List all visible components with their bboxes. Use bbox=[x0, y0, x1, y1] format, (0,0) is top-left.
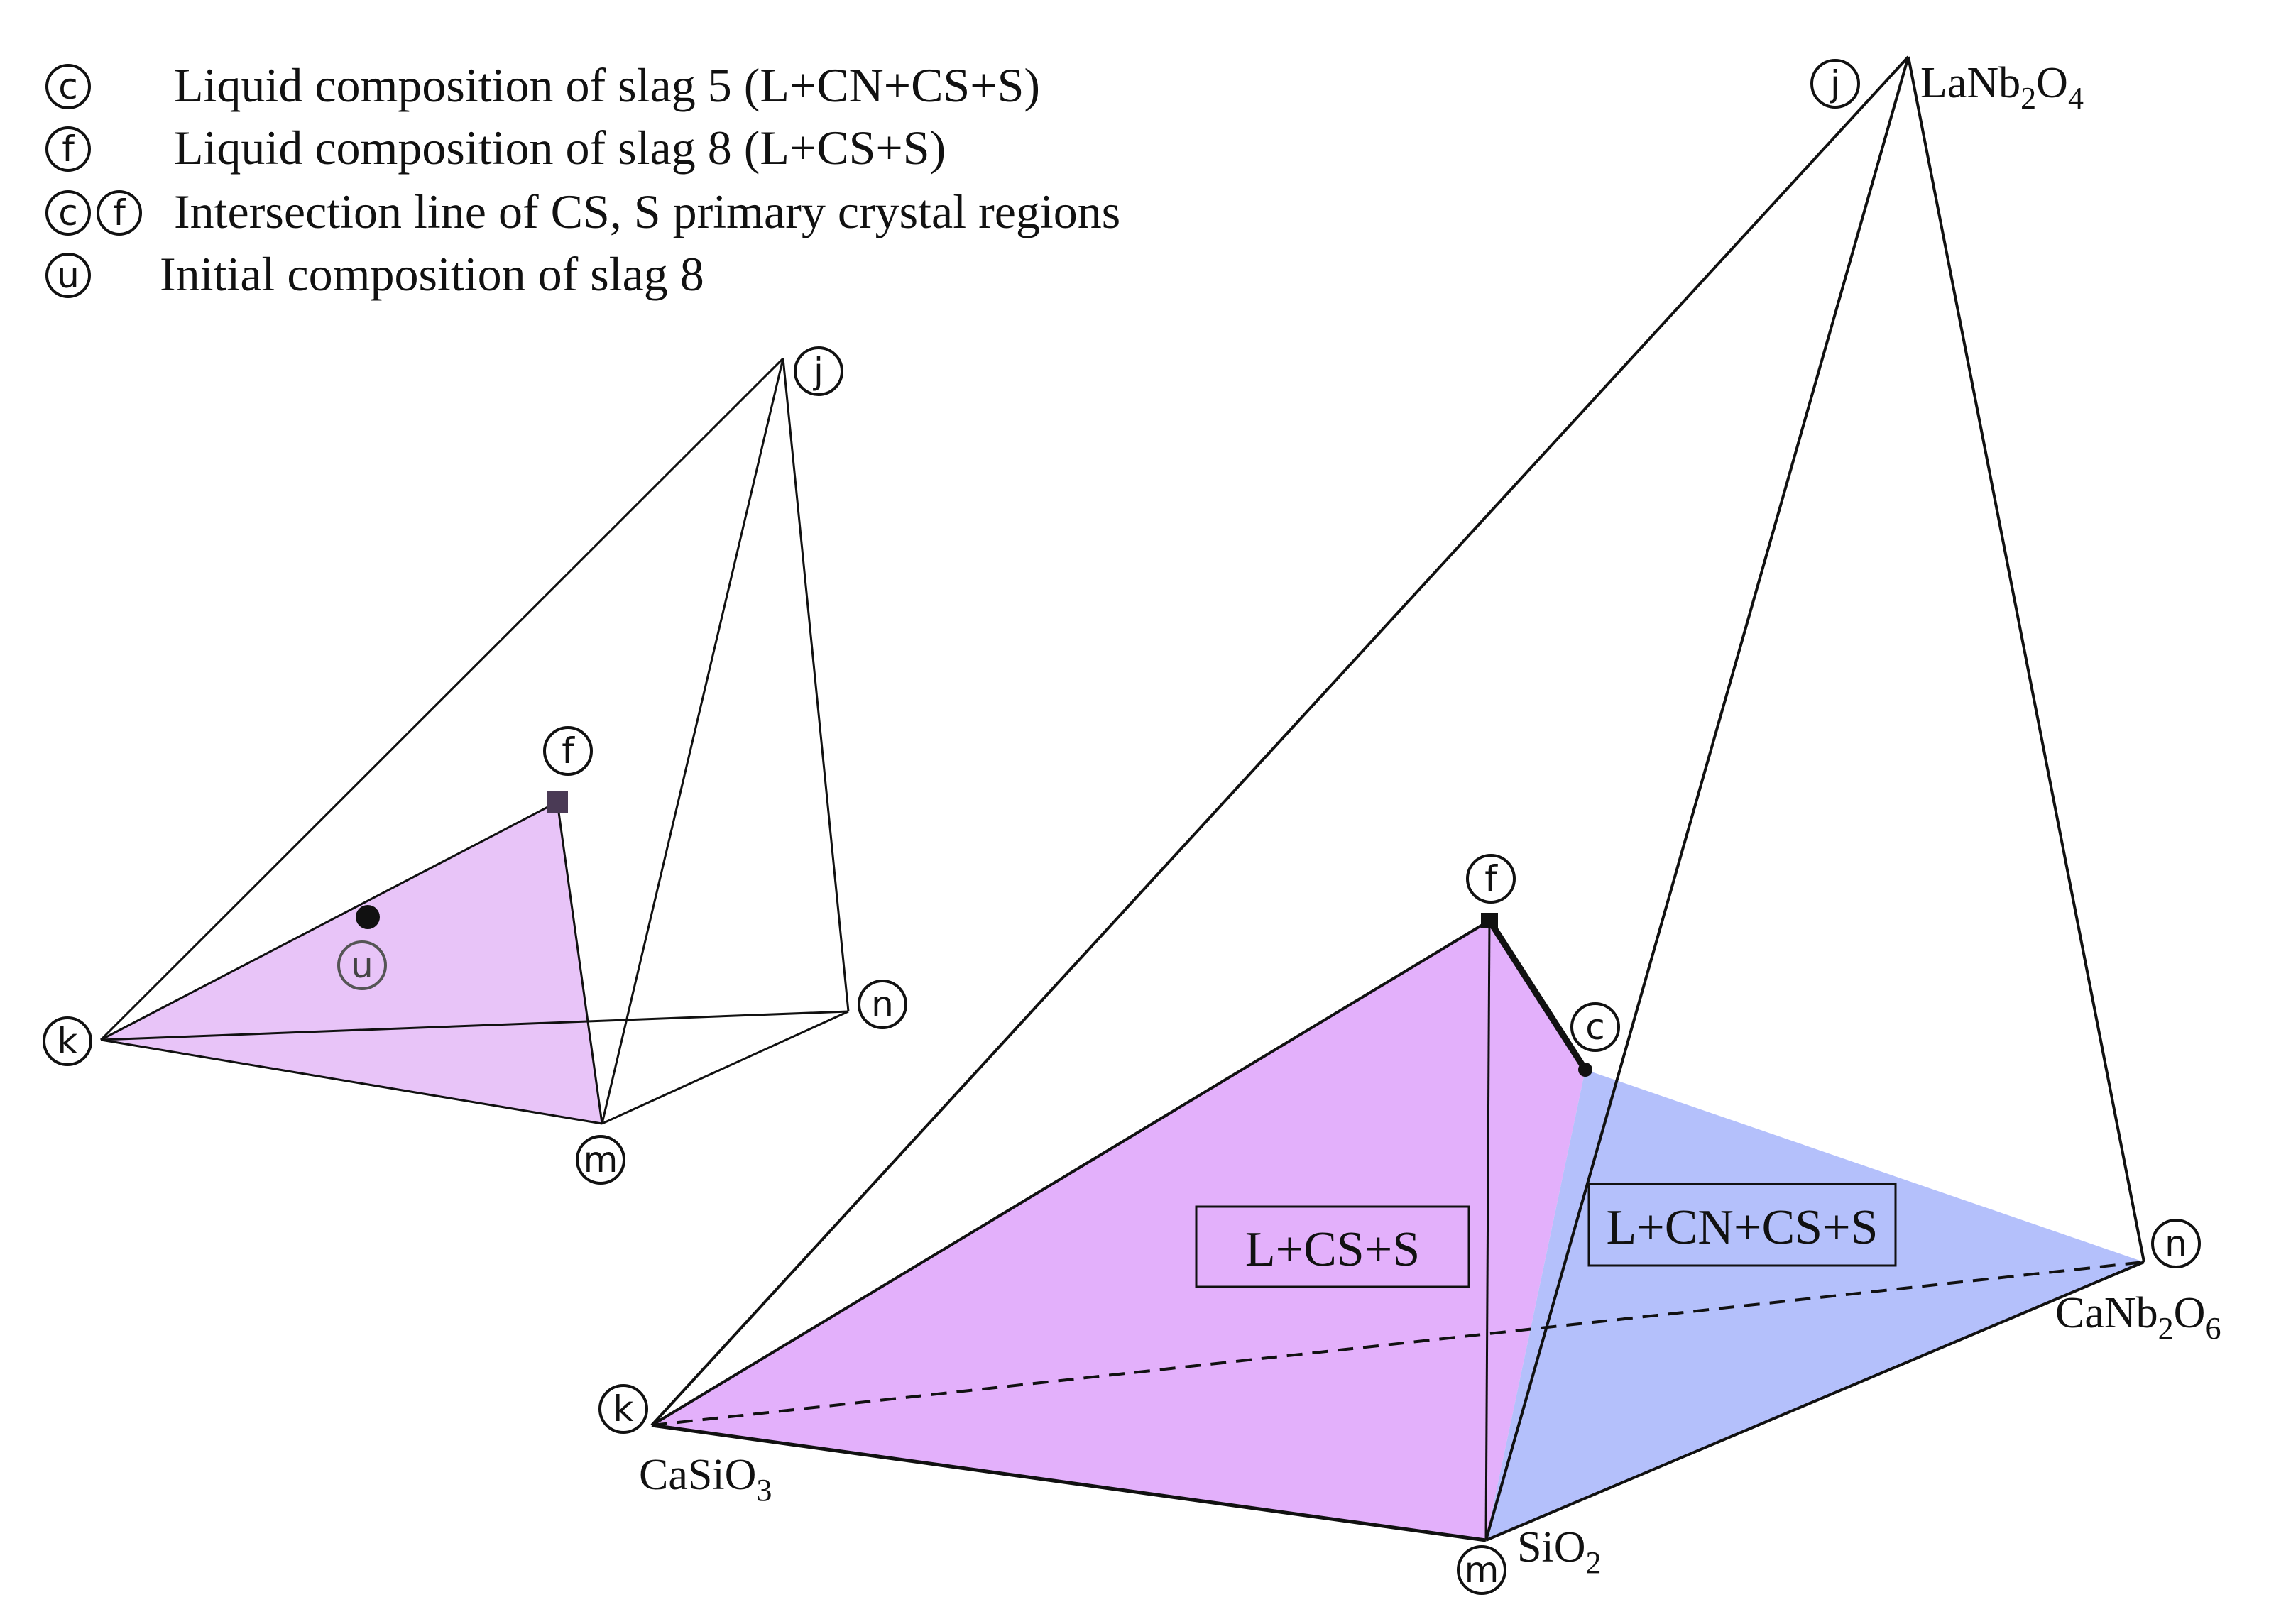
small-edge-k-m bbox=[100, 1038, 603, 1125]
edge-f-m bbox=[1484, 920, 1491, 1541]
legend-symbol-u: u bbox=[57, 255, 80, 296]
circle-f-icon bbox=[97, 190, 142, 236]
legend-symbol-f: f bbox=[62, 128, 75, 170]
svg-text:f: f bbox=[1484, 858, 1498, 899]
legend-item-f: f Liquid composition of slag 8 (L+CS+S) bbox=[45, 121, 946, 175]
legend-item-cf: c f Intersection line of CS, S primary c… bbox=[45, 185, 1120, 238]
svg-text:m: m bbox=[1465, 1549, 1499, 1591]
point-c-marker bbox=[1578, 1063, 1592, 1077]
legend-symbol-c: c bbox=[58, 66, 78, 107]
circle-f-icon bbox=[45, 126, 91, 172]
small-label-k: k bbox=[43, 1016, 92, 1066]
compound-label-casio3: CaSiO3 bbox=[639, 1451, 772, 1508]
small-edge-j-m bbox=[601, 358, 784, 1124]
edge-k-f bbox=[650, 919, 1491, 1427]
circle-c-icon bbox=[45, 190, 91, 236]
small-label-m: m bbox=[576, 1135, 625, 1185]
legend-item-u: u Initial composition of slag 8 bbox=[45, 247, 704, 301]
legend-text-cf: Intersection line of CS, S primary cryst… bbox=[174, 185, 1120, 238]
svg-text:m: m bbox=[584, 1139, 618, 1180]
svg-text:j: j bbox=[813, 351, 824, 392]
small-point-u-marker bbox=[356, 905, 380, 929]
svg-text:L+CN+CS+S: L+CN+CS+S bbox=[1607, 1200, 1878, 1255]
edge-j-n bbox=[1907, 56, 2145, 1263]
svg-text:n: n bbox=[871, 984, 894, 1025]
region-label-l-cn-cs-s: L+CN+CS+S bbox=[1587, 1183, 1897, 1267]
legend-text-u: Initial composition of slag 8 bbox=[160, 247, 704, 301]
small-edge-k-n bbox=[100, 1010, 849, 1041]
region-label-l-cs-s: L+CS+S bbox=[1195, 1205, 1470, 1288]
edge-k-n-hidden bbox=[651, 1261, 2145, 1427]
edge-k-m bbox=[651, 1423, 1487, 1542]
small-edge-m-n bbox=[601, 1010, 849, 1125]
legend-text-c: Liquid composition of slag 5 (L+CN+CS+S) bbox=[174, 58, 1040, 112]
small-label-j: j bbox=[794, 346, 843, 396]
small-point-f-marker bbox=[547, 791, 568, 813]
circle-c-icon bbox=[45, 64, 91, 109]
label-k: k bbox=[598, 1384, 648, 1434]
large-tetrahedron: L+CS+S L+CN+CS+S j f c k m n bbox=[598, 55, 2221, 1595]
edge-j-m bbox=[1484, 56, 1910, 1541]
label-n: n bbox=[2151, 1219, 2201, 1268]
intersection-line-c-f bbox=[1487, 918, 1588, 1072]
small-edge-k-f bbox=[100, 801, 558, 1041]
small-cs-s-region bbox=[101, 802, 602, 1124]
small-tetrahedron: j f u k n m bbox=[43, 346, 907, 1185]
small-edge-j-n bbox=[782, 358, 850, 1012]
legend: c Liquid composition of slag 5 (L+CN+CS+… bbox=[45, 58, 1120, 301]
small-label-f: f bbox=[543, 726, 593, 776]
legend-symbol-cf-f: f bbox=[113, 192, 126, 234]
compound-label-lanb2o4: LaNb2O4 bbox=[1920, 59, 2084, 116]
edge-m-n bbox=[1485, 1261, 2145, 1542]
svg-text:c: c bbox=[1585, 1006, 1605, 1048]
label-j: j bbox=[1810, 59, 1860, 109]
point-f-marker bbox=[1481, 913, 1498, 928]
compound-label-sio2: SiO2 bbox=[1517, 1523, 1601, 1580]
small-label-n: n bbox=[858, 980, 907, 1029]
compound-label-canb2o6: CaNb2O6 bbox=[2055, 1289, 2221, 1346]
small-edge-f-m bbox=[556, 801, 603, 1124]
svg-text:k: k bbox=[58, 1021, 78, 1062]
legend-item-c: c Liquid composition of slag 5 (L+CN+CS+… bbox=[45, 58, 1040, 112]
label-f: f bbox=[1466, 854, 1516, 904]
region-l-cn-cs-s bbox=[1486, 1070, 2144, 1540]
region-l-cs-s bbox=[652, 921, 1585, 1540]
svg-text:L+CS+S: L+CS+S bbox=[1245, 1222, 1420, 1277]
legend-text-f: Liquid composition of slag 8 (L+CS+S) bbox=[174, 121, 946, 175]
svg-text:k: k bbox=[613, 1388, 634, 1430]
svg-text:u: u bbox=[351, 945, 373, 986]
legend-symbol-cf-c: c bbox=[58, 192, 78, 234]
svg-text:f: f bbox=[562, 730, 575, 772]
small-edge-k-j bbox=[99, 357, 784, 1041]
small-label-u: u bbox=[337, 940, 387, 990]
circle-u-icon bbox=[45, 253, 91, 298]
label-m: m bbox=[1457, 1545, 1506, 1595]
svg-text:j: j bbox=[1830, 63, 1840, 104]
label-c: c bbox=[1570, 1002, 1620, 1052]
edge-k-j bbox=[650, 55, 1910, 1427]
svg-text:n: n bbox=[2165, 1223, 2187, 1264]
